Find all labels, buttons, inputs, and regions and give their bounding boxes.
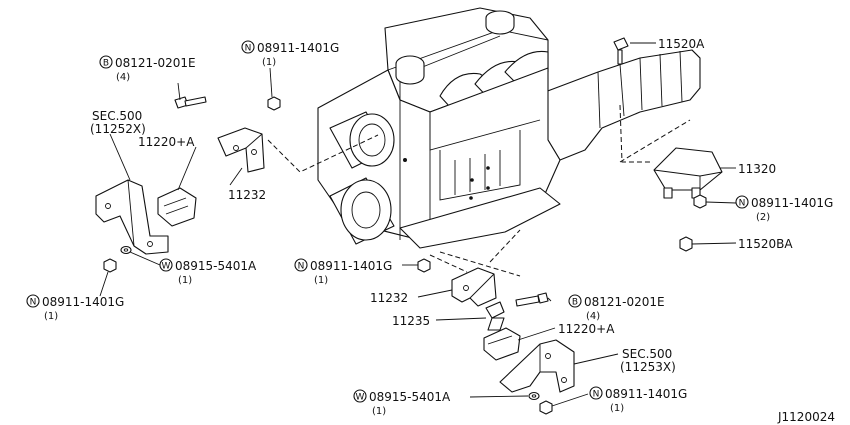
part-number: 08121-0201E	[115, 56, 196, 70]
nut-icon	[539, 400, 553, 415]
bolt-icon	[613, 37, 629, 65]
callout-bolt-top-right: 11520A	[658, 37, 705, 51]
nut-icon	[679, 236, 693, 252]
part-quantity: (4)	[586, 311, 600, 322]
rear-mount-illustration	[653, 147, 723, 199]
part-number: 08121-0201E	[584, 295, 665, 309]
part-number: 11320	[738, 162, 776, 176]
part-quantity: (1)	[44, 311, 58, 322]
nut-prefix-icon	[589, 386, 603, 400]
section-ref: (11253X)	[620, 360, 676, 374]
insulator-right-illustration	[483, 327, 521, 361]
leader-lines	[99, 42, 737, 407]
insulator-left-illustration	[157, 187, 197, 227]
callout-bolt-center: B 08121-0201E (4)	[568, 294, 665, 322]
nut-prefix-icon	[294, 258, 308, 272]
nut-icon	[103, 258, 117, 273]
callout-stopper: 11235	[392, 314, 430, 328]
callout-nut-top: N 08911-1401G (1)	[241, 40, 339, 68]
prefix-letter: W	[356, 393, 365, 403]
part-quantity: (1)	[610, 403, 624, 414]
washer-prefix-icon	[353, 389, 367, 403]
stopper-illustration	[485, 301, 505, 331]
part-quantity: (2)	[756, 212, 770, 223]
section-title: SEC.500	[92, 109, 142, 123]
engine-bracket-right-illustration	[451, 267, 497, 307]
rear-mount-parts	[613, 37, 723, 252]
callout-bracket-left: 11232	[228, 188, 266, 202]
part-number: 11235	[392, 314, 430, 328]
bolt-icon	[515, 292, 549, 307]
nut-prefix-icon	[26, 294, 40, 308]
callout-section-left: SEC.500 (11252X)	[90, 109, 146, 136]
diagram-code: J1120024	[777, 410, 835, 424]
prefix-letter: N	[245, 44, 252, 54]
prefix-letter: N	[593, 390, 600, 400]
part-number: 08911-1401G	[605, 387, 687, 401]
part-quantity: (1)	[178, 275, 192, 286]
part-number: 08911-1401G	[42, 295, 124, 309]
nut-icon	[267, 96, 281, 111]
part-number: 08911-1401G	[257, 41, 339, 55]
part-number: 11220+A	[558, 322, 615, 336]
part-number: 08915-5401A	[175, 259, 257, 273]
callout-nut-center: N 08911-1401G (1)	[294, 258, 392, 286]
part-number: 11232	[370, 291, 408, 305]
part-quantity: (4)	[116, 72, 130, 83]
prefix-letter: N	[298, 262, 305, 272]
prefix-letter: W	[162, 262, 171, 272]
callout-rear-mount: 11320	[738, 162, 776, 176]
engine-assembly-illustration	[317, 7, 701, 249]
callout-nut-rear: 11520BA	[738, 237, 793, 251]
callout-nut-bottom: N 08911-1401G (1)	[589, 386, 687, 414]
section-ref: (11252X)	[90, 122, 146, 136]
bolt-icon	[174, 96, 207, 109]
prefix-letter: N	[30, 298, 37, 308]
mounting-bracket-left-illustration	[95, 179, 169, 255]
part-number: 08911-1401G	[310, 259, 392, 273]
right-mount-parts	[417, 258, 575, 415]
section-title: SEC.500	[622, 347, 672, 361]
part-number: 11520BA	[738, 237, 793, 251]
callout-insulator-right: 11220+A	[558, 322, 615, 336]
part-number: 08911-1401G	[751, 196, 833, 210]
prefix-letter: B	[572, 298, 578, 308]
part-number: 08915-5401A	[369, 390, 451, 404]
part-quantity: (1)	[372, 406, 386, 417]
left-mount-parts	[95, 96, 281, 273]
callout-nut-left: N 08911-1401G (1)	[26, 294, 124, 322]
bolt-prefix-icon	[568, 294, 582, 308]
part-quantity: (1)	[314, 275, 328, 286]
nut-prefix-icon	[735, 195, 749, 209]
washer-icon	[120, 245, 132, 255]
part-quantity: (1)	[262, 57, 276, 68]
washer-prefix-icon	[159, 258, 173, 272]
prefix-letter: B	[103, 59, 109, 69]
engine-bracket-left-illustration	[217, 127, 265, 173]
callout-washer-right: W 08915-5401A (1)	[353, 389, 451, 417]
part-number: 11232	[228, 188, 266, 202]
prefix-letter: N	[739, 199, 746, 209]
nut-icon	[417, 258, 431, 273]
callout-insulator-left: 11220+A	[138, 135, 195, 149]
callout-washer-left: W 08915-5401A (1)	[159, 258, 257, 286]
nut-prefix-icon	[241, 40, 255, 54]
part-number: 11520A	[658, 37, 705, 51]
washer-icon	[528, 391, 540, 401]
part-number: 11220+A	[138, 135, 195, 149]
callout-nut-right: N 08911-1401G (2)	[735, 195, 833, 223]
callout-section-right: SEC.500 (11253X)	[620, 347, 676, 374]
callout-bracket-right: 11232	[370, 291, 408, 305]
callout-bolt-top-left: B 08121-0201E (4)	[99, 55, 196, 83]
mounting-bracket-right-illustration	[499, 339, 575, 393]
bolt-prefix-icon	[99, 55, 113, 69]
nut-icon	[693, 194, 707, 209]
